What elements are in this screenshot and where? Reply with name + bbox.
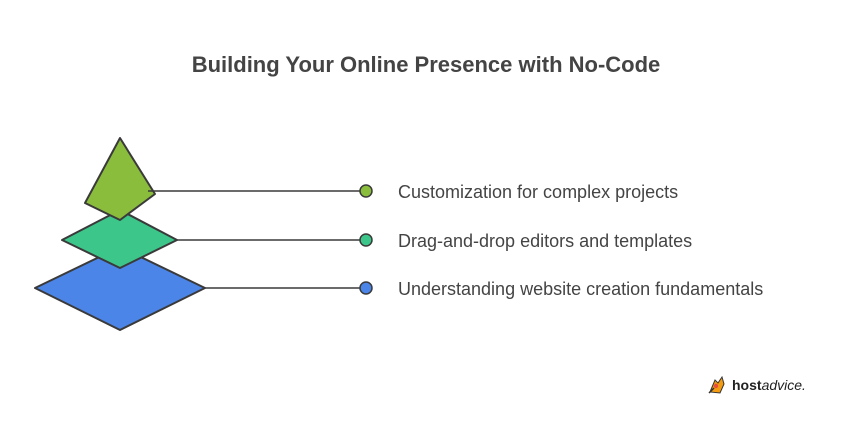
- level-1-dot: [359, 184, 373, 198]
- level-3-dot: [359, 281, 373, 295]
- level-1-label: Customization for complex projects: [398, 182, 678, 202]
- page-title: Building Your Online Presence with No-Co…: [191, 52, 661, 77]
- level-1-shape: [84, 137, 156, 221]
- level-2-dot: [359, 233, 373, 247]
- logo-text: hostadvice.: [732, 377, 806, 393]
- level-2-label: Drag-and-drop editors and templates: [398, 231, 692, 251]
- mascot-icon: [708, 375, 725, 394]
- hostadvice-logo: hostadvice.: [706, 374, 806, 396]
- level-3-label: Understanding website creation fundament…: [398, 279, 763, 299]
